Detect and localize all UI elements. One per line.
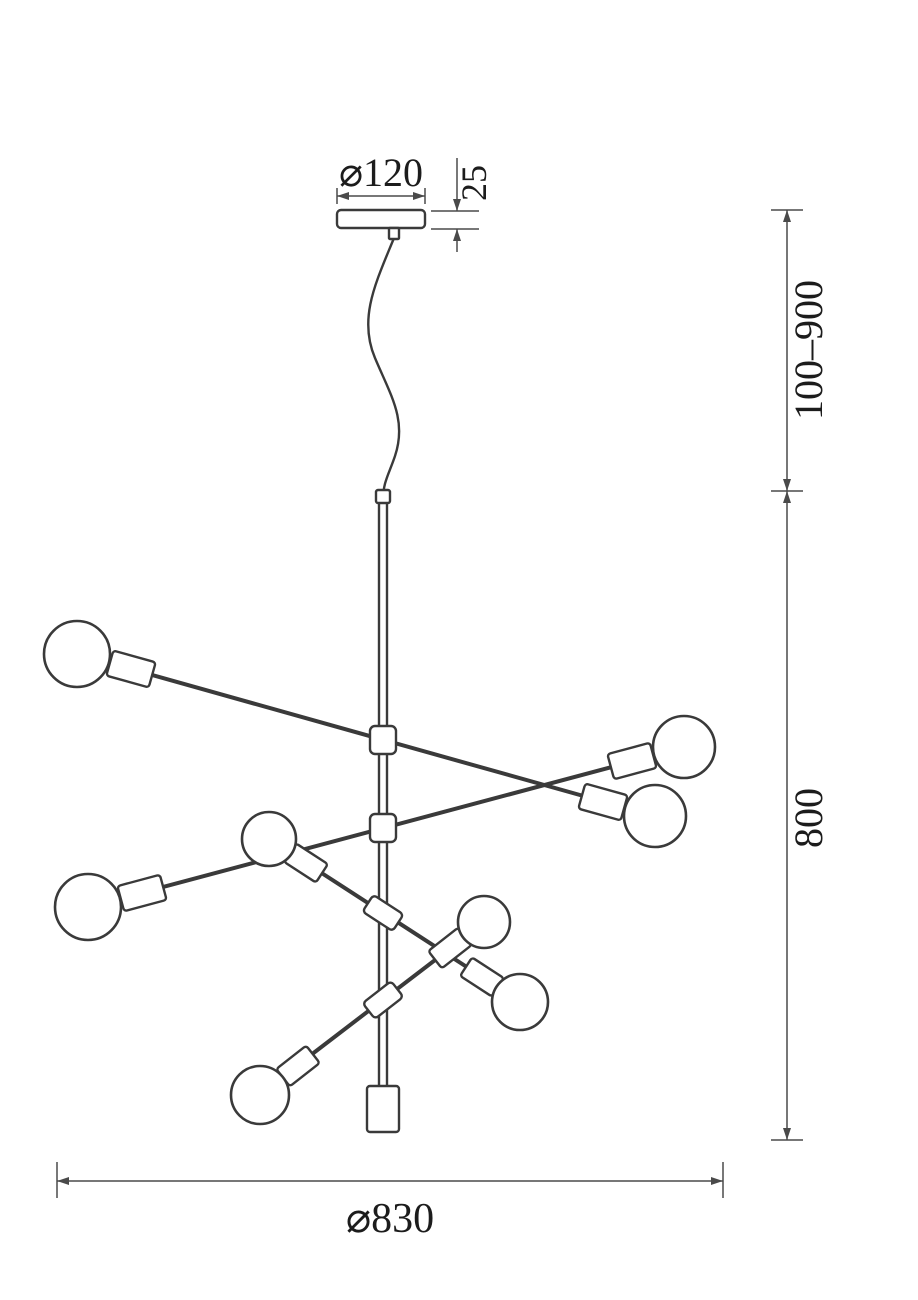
arm-collar-1 (368, 724, 398, 756)
rod-end-cap (365, 1084, 401, 1134)
chandelier-fixture (42, 208, 717, 1134)
suspension-cable (367, 236, 401, 502)
bulb-5 (240, 810, 298, 868)
bulb-2 (622, 783, 688, 849)
lamp-socket-4 (606, 742, 658, 780)
label-canopy-diameter: ⌀120 (339, 150, 423, 195)
arm-rod-1 (118, 664, 614, 806)
arm-collar-3 (362, 895, 404, 931)
label-suspension-range: 100–900 (786, 280, 831, 420)
dimension-body-height: 800 (771, 491, 831, 1141)
bulb-3 (53, 872, 123, 942)
rod-top-connector (374, 488, 392, 505)
bulb-1 (42, 619, 112, 689)
lamp-socket-1 (105, 650, 157, 688)
label-body-height: 800 (786, 788, 831, 848)
lamp-socket-2 (577, 783, 629, 821)
label-overall-diameter: ⌀830 (346, 1196, 434, 1242)
canopy-cord-fitting (387, 226, 401, 241)
bulb-6 (490, 972, 550, 1032)
ceiling-canopy (335, 208, 427, 230)
bulb-4 (651, 714, 717, 780)
bulb-7 (456, 894, 512, 950)
dimension-suspension-range: 100–900 (771, 209, 831, 492)
lamp-socket-3 (116, 874, 168, 912)
dimension-overall-diameter: ⌀830 (56, 1162, 724, 1242)
dimension-canopy-diameter: ⌀120 (336, 150, 426, 204)
label-canopy-height: 25 (454, 165, 494, 201)
arm-collar-4 (363, 981, 403, 1019)
dimension-canopy-height: 25 (431, 158, 494, 252)
arm-collar-2 (368, 812, 398, 844)
bulb-8 (229, 1064, 291, 1126)
